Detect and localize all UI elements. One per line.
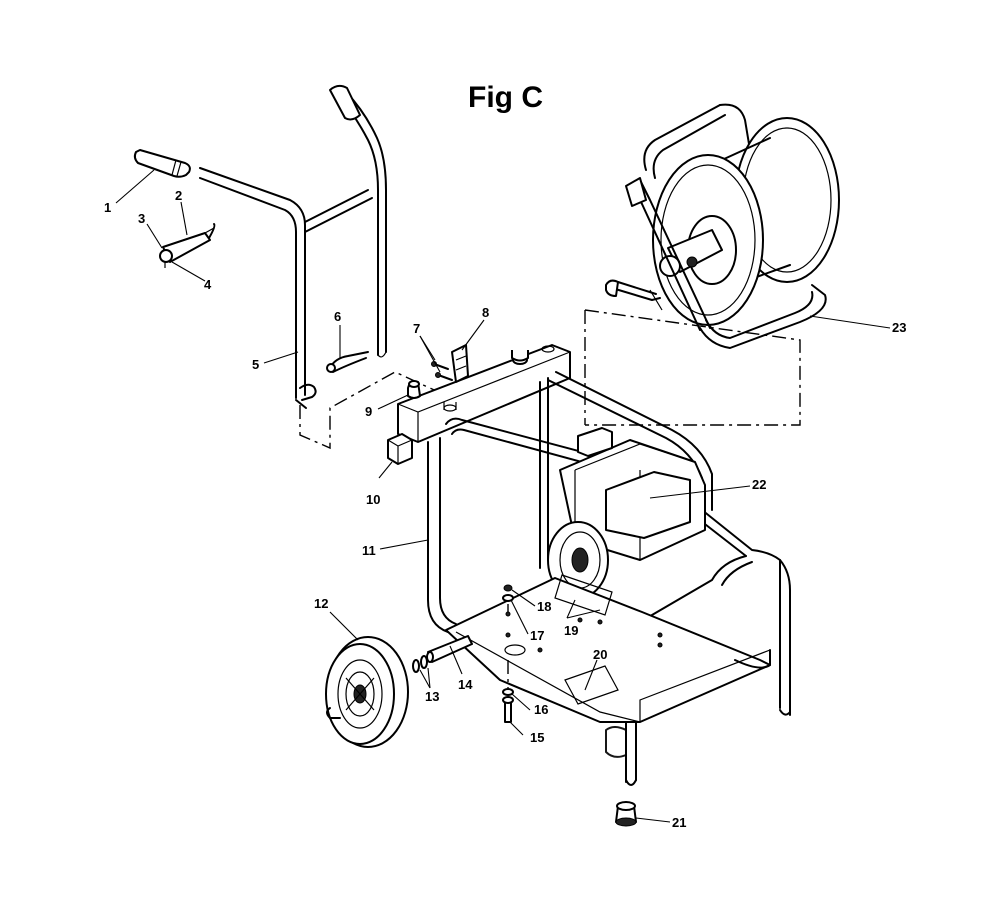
screws — [431, 361, 453, 381]
pivot-bolt — [407, 380, 421, 399]
front-plate-lip — [455, 631, 641, 723]
callout-2: 2 — [175, 188, 182, 203]
hitch-pin — [326, 351, 369, 373]
callout-12: 12 — [314, 596, 328, 611]
axle — [426, 635, 473, 663]
end-cap — [387, 433, 413, 465]
callout-6: 6 — [334, 309, 341, 324]
callout-21: 21 — [672, 815, 686, 830]
callout-1: 1 — [104, 200, 111, 215]
callout-16: 16 — [534, 702, 548, 717]
top-crossbar — [397, 344, 571, 443]
rubber-foot — [615, 801, 637, 827]
callout-20: 20 — [593, 647, 607, 662]
figure-title: Fig C — [468, 81, 543, 114]
right-footrest — [734, 649, 771, 669]
callout-23: 23 — [892, 320, 906, 335]
front-wheel — [325, 636, 409, 748]
mounting-bolts — [502, 584, 514, 723]
handle-lock-pin — [159, 223, 216, 268]
base-plate — [445, 574, 771, 723]
callout-4: 4 — [204, 277, 212, 292]
callout-8: 8 — [482, 305, 489, 320]
callout-11: 11 — [362, 543, 376, 558]
callout-17: 17 — [530, 628, 544, 643]
assembly-line-reel — [584, 309, 801, 426]
callout-19: 19 — [564, 623, 578, 638]
hose-reel — [605, 103, 840, 349]
callout-14: 14 — [458, 677, 473, 692]
callout-13: 13 — [425, 689, 439, 704]
callout-7: 7 — [413, 321, 420, 336]
latch-bracket — [451, 344, 469, 383]
callout-18: 18 — [537, 599, 551, 614]
wheel-washers — [326, 655, 428, 719]
rear-wheel — [547, 521, 609, 599]
callout-9: 9 — [365, 404, 372, 419]
callout-10: 10 — [366, 492, 380, 507]
callout-5: 5 — [252, 357, 259, 372]
callout-3: 3 — [138, 211, 145, 226]
assembly-line-handle — [299, 371, 446, 450]
callout-22: 22 — [752, 477, 766, 492]
handle-frame — [199, 84, 387, 399]
handle-grip — [133, 149, 191, 178]
handle-clip — [295, 383, 317, 409]
callout-15: 15 — [530, 730, 544, 745]
leader-lines — [115, 169, 891, 823]
